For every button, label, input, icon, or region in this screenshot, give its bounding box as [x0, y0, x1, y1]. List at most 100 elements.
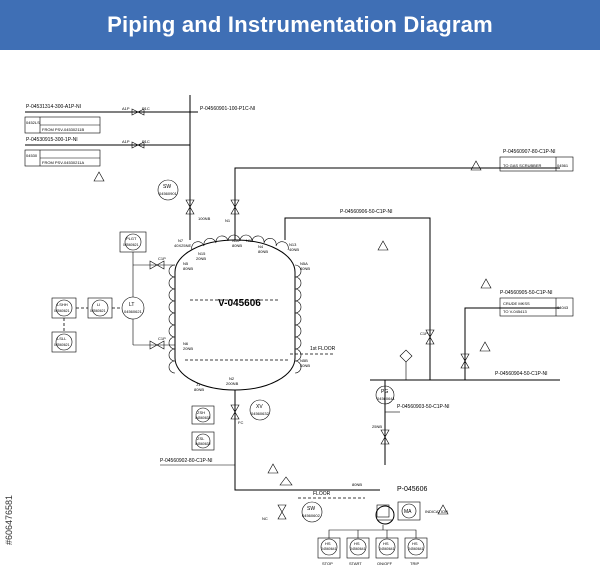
n6-label: N6 [183, 341, 189, 346]
pg-label: PG [381, 389, 388, 395]
motor-icon [376, 504, 390, 518]
valve-icon [185, 199, 195, 215]
reducer-icon [131, 108, 145, 116]
title-banner: Piping and Instrumentation Diagram [0, 0, 600, 50]
lt-label: LT [129, 302, 134, 308]
n2-label: N2 [229, 376, 235, 381]
n5-size: 80NB [183, 266, 193, 271]
line-top-label: P-04560901-100-P1C-NI [200, 106, 255, 112]
sw-label: SW [163, 184, 171, 190]
from-box-2-tag: 04530 [26, 153, 38, 158]
hs-caption: TRIP [410, 561, 419, 566]
n5a-label: N5A [300, 261, 308, 266]
plgt-num: 04560621 [123, 243, 139, 247]
n12-label: N12 [246, 238, 254, 243]
n4-size: 80NB [258, 249, 268, 254]
n6-size: 20NB [183, 346, 193, 351]
hs-label: HS [354, 541, 360, 546]
lsll-label: LSLL [57, 336, 67, 341]
spec-a1p-1: A1P [122, 106, 130, 111]
hs-start-button: HS 04560641 START [346, 537, 370, 566]
pump-p-045606: P-045606 80NB FLOOR [298, 482, 427, 525]
valve-icon [149, 340, 165, 350]
from-box-2: 04530 FROM PSV-04530211A [24, 149, 101, 167]
spec-a1p-2: A1P [122, 139, 130, 144]
sw2-instrument: SW 04560602 NC [262, 476, 323, 523]
hs-caption: STOP [322, 561, 333, 566]
nb25-label: 25NB [372, 424, 382, 429]
line-904-label: P-04560904-50-C1P-NI [495, 371, 548, 377]
hs-caption: START [349, 561, 362, 566]
pg-instrument [375, 385, 395, 405]
xv-instrument [249, 399, 271, 421]
n15-label: N15 [198, 251, 206, 256]
line-905-label: P-04560905-50-C1P-NI [500, 290, 553, 296]
line-a1-label: P-04531314-300-A1P-NI [26, 104, 81, 110]
pid-diagram: V-045606 1st FLOOR P-04531314-300-A1P-NI… [24, 95, 574, 566]
revision-triangle-icon [480, 278, 492, 289]
n13-size: 40NB [289, 247, 299, 252]
xv-num: 04560632 [251, 411, 270, 416]
crude-tag: 04043 [557, 305, 569, 310]
line-scrubber-label: P-04560907-80-C1P-NI [503, 149, 556, 155]
zsl-num: 04560632 [195, 442, 211, 446]
line-905-904: P-04560905-50-C1P-NI CRUDE MKSS TO V-045… [370, 290, 574, 381]
ma-indication: MA INDICATION [376, 501, 448, 521]
plgt-box [119, 231, 147, 253]
n5b-size: 40NB [300, 363, 310, 368]
lsll-num: 04560621 [54, 343, 70, 347]
line-a2-label: P-04530915-300-1P-NI [26, 137, 78, 143]
spec-p1c-2: P1C [142, 139, 150, 144]
motor-buttons: HS 04560641 STOP HS 04560641 START HS 04… [317, 525, 428, 566]
revision-triangle-icon [93, 171, 105, 182]
n10-size: 80NB [232, 243, 242, 248]
zsh-label: ZSH [197, 410, 205, 415]
lt-instrument [121, 296, 145, 320]
j1-label: J1 [196, 382, 201, 387]
li-num: 04560621 [90, 309, 106, 313]
to-scrubber-tag: 04561 [557, 163, 569, 168]
valve-icon [230, 199, 240, 215]
sw2-label: SW [307, 506, 315, 512]
n1-label: N1 [225, 218, 231, 223]
c1p-label: C1P [420, 331, 428, 336]
lt-num: 04560621 [124, 309, 143, 314]
valve-icon [149, 260, 165, 270]
c1p-level-2: C1P [158, 336, 166, 341]
hs-num: 04560641 [350, 547, 366, 551]
from-box-1-tag: 0452LS [26, 120, 40, 125]
hs-stop-button: HS 04560641 STOP [317, 537, 341, 566]
valve-icon [277, 504, 287, 520]
n7-label: N7 [178, 238, 184, 243]
hs-trip-button: HS 04560641 TRIP [404, 537, 428, 566]
nozzle-labels: N1 N7 40X25NE N10 80NB N12 N13 40NB N4 8… [174, 218, 310, 392]
sw2-num: 04560602 [302, 513, 321, 518]
n5-label: N5 [183, 261, 189, 266]
check-valve-icon [399, 349, 413, 363]
line-903-label: P-04560903-50-C1P-NI [397, 404, 450, 410]
sw-num: 04560901 [159, 191, 178, 196]
line-903: P-04560903-50-C1P-NI PG 04560641 25NB [372, 380, 450, 465]
li-box [87, 297, 113, 319]
sw-instrument: SW 04560901 100NB [157, 179, 211, 221]
indication-label: INDICATION [425, 509, 448, 514]
revision-triangle-icon [377, 240, 389, 251]
pg-num: 04560641 [377, 396, 396, 401]
plgt-label: PLGT [126, 236, 137, 241]
n15-size: 20NB [196, 256, 206, 261]
li-label: LI [97, 302, 100, 307]
hs-num: 04560641 [321, 547, 337, 551]
hs-label: HS [383, 541, 389, 546]
xv-label: XV [256, 404, 263, 410]
revision-triangle-icon [267, 463, 279, 474]
vessel-tag: V-045606 [218, 298, 261, 309]
lshh-box [51, 297, 77, 319]
lshh-num: 04560621 [54, 309, 70, 313]
floor-label: 1st FLOOR [310, 346, 336, 352]
fc-label: FC [238, 420, 243, 425]
line-902-label: P-04560902-80-C1P-NI [160, 458, 213, 464]
strainer-icon [279, 476, 293, 486]
n10-label: N10 [232, 238, 240, 243]
revision-triangle-icon [479, 341, 491, 352]
hs-label: HS [412, 541, 418, 546]
